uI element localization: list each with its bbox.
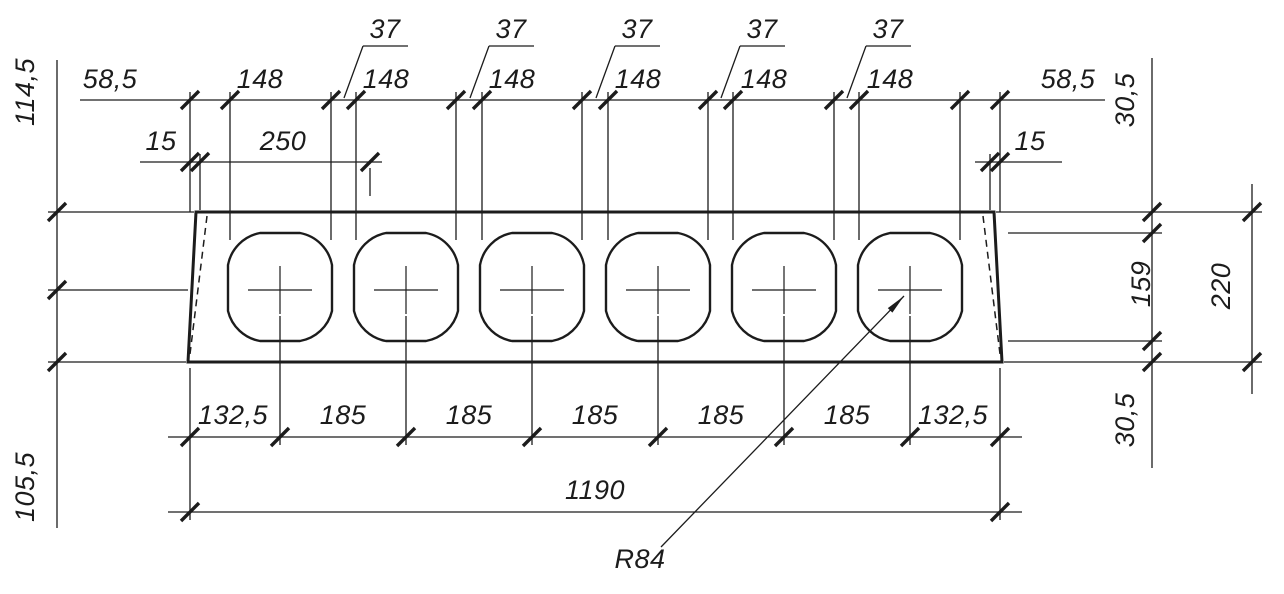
dim-label-overall-height: 220 xyxy=(1206,263,1236,311)
dim-web-gap-callouts: 37 37 37 37 37 xyxy=(343,14,911,99)
dim-right-inner-chain: 30,5 159 30,5 xyxy=(996,58,1262,468)
dim-label-bottom-seg-4: 185 xyxy=(698,400,745,430)
dim-label-top-right-end: 58,5 xyxy=(1041,64,1096,94)
dim-label-left-offset: 15 xyxy=(145,126,177,156)
dim-label-bottom-left-end: 132,5 xyxy=(198,400,269,430)
dim-label-top-seg-4: 148 xyxy=(615,64,662,94)
dim-label-gap-2: 37 xyxy=(495,14,527,44)
dim-label-top-seg-2: 148 xyxy=(363,64,410,94)
dim-label-overall-width: 1190 xyxy=(565,475,625,505)
dim-label-void-height: 159 xyxy=(1126,261,1156,308)
leader-line xyxy=(343,45,364,99)
dim-label-right-offset: 15 xyxy=(1014,126,1046,156)
dim-offset-row: 15 250 15 xyxy=(140,126,1062,210)
radius-callout: R84 xyxy=(614,295,905,574)
leader-line xyxy=(469,45,490,99)
dim-label-bottom-seg-3: 185 xyxy=(572,400,619,430)
dim-label-gap-5: 37 xyxy=(872,14,904,44)
dim-overall-width: 1190 xyxy=(168,475,1022,523)
dim-label-left-span: 250 xyxy=(259,126,307,156)
dim-label-top-seg-1: 148 xyxy=(237,64,284,94)
dim-label-top-left-end: 58,5 xyxy=(83,64,138,94)
leader-line xyxy=(846,45,867,99)
dim-left-chain: 114,5 105,5 xyxy=(10,57,194,528)
dim-label-left-lower: 105,5 xyxy=(10,451,40,522)
dim-label-bottom-seg-2: 185 xyxy=(446,400,493,430)
dim-top-chain: 58,5 148 148 148 148 148 148 58,5 xyxy=(80,64,1105,240)
leader-line xyxy=(595,45,616,99)
dim-label-bottom-right-end: 132,5 xyxy=(918,400,989,430)
dim-bottom-chain: 132,5 185 185 185 185 185 132,5 xyxy=(168,316,1022,520)
dim-label-top-seg-5: 148 xyxy=(741,64,788,94)
dim-label-gap-4: 37 xyxy=(746,14,778,44)
dim-label-void-radius: R84 xyxy=(614,544,665,574)
radius-leader-line xyxy=(660,295,905,548)
leader-line xyxy=(720,45,741,99)
slab-body xyxy=(186,210,1004,364)
dim-label-gap-3: 37 xyxy=(621,14,653,44)
dim-label-gap-1: 37 xyxy=(369,14,401,44)
dim-label-top-seg-3: 148 xyxy=(489,64,536,94)
dim-label-bottom-seg-5: 185 xyxy=(824,400,871,430)
voids xyxy=(226,231,964,343)
dim-label-top-seg-6: 148 xyxy=(867,64,914,94)
dim-label-right-top-flange: 30,5 xyxy=(1110,72,1140,127)
dim-right-outer-chain: 220 xyxy=(1206,184,1263,394)
dim-label-bottom-seg-1: 185 xyxy=(320,400,367,430)
dim-label-left-upper: 114,5 xyxy=(10,57,40,126)
slab-outline xyxy=(186,210,1004,364)
dim-label-right-bottom-flange: 30,5 xyxy=(1110,392,1140,447)
